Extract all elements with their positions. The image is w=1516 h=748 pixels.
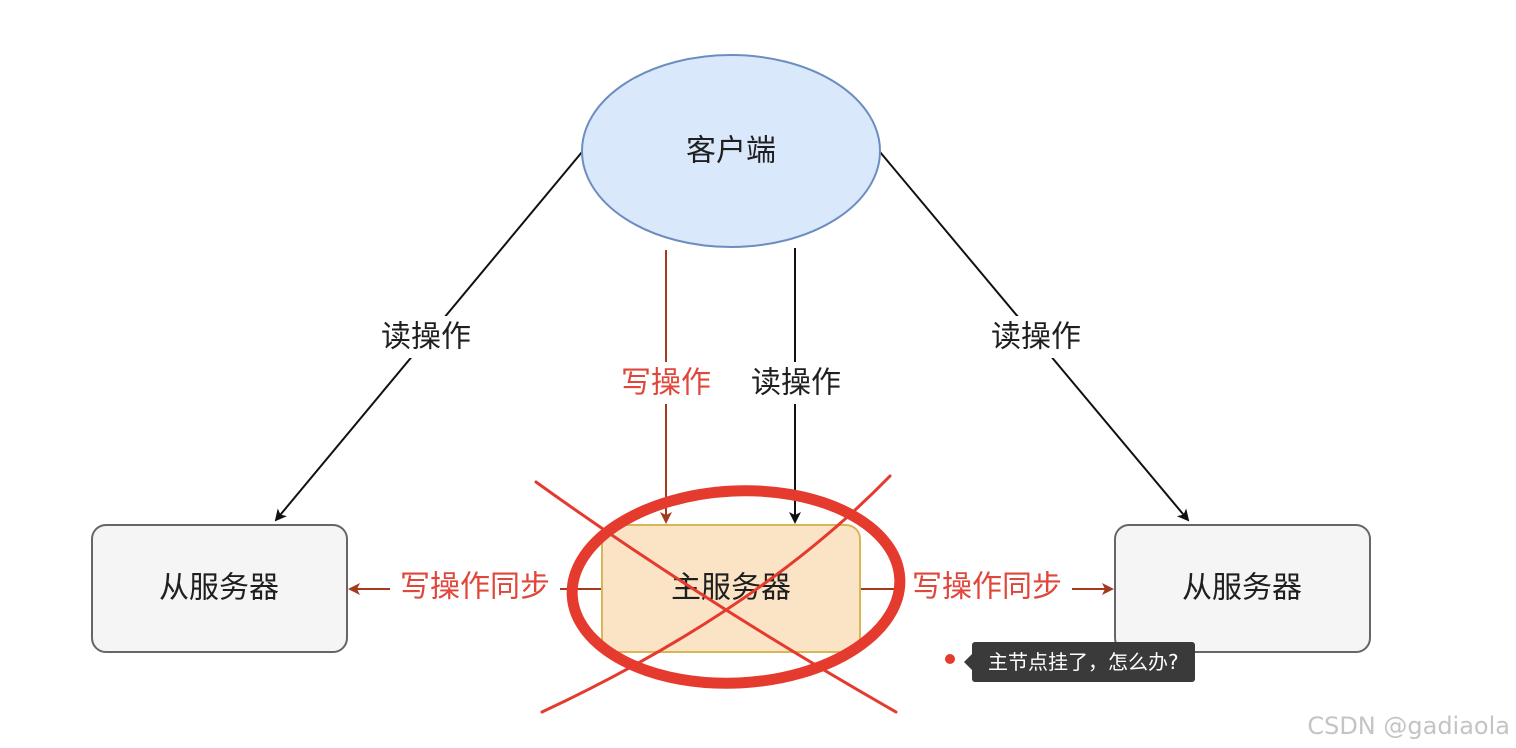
read-right-label: 读操作 — [991, 320, 1081, 355]
read-left-label-bg — [374, 316, 478, 358]
read-center-label: 读操作 — [751, 366, 841, 401]
annotation-tooltip: 主节点挂了，怎么办? — [964, 642, 1195, 682]
failure-circle — [566, 485, 906, 689]
read-center-label-bg — [744, 362, 848, 404]
read-left-label: 读操作 — [381, 320, 471, 355]
read-right-label-bg — [984, 316, 1088, 358]
slave-left-node — [91, 524, 348, 653]
failure-cross-stroke-1 — [534, 480, 898, 714]
slave-right-node — [1114, 524, 1371, 653]
slave-right-label: 从服务器 — [1182, 571, 1302, 606]
sync-right-label: 写操作同步 — [912, 570, 1062, 605]
annotation-dot — [945, 654, 955, 664]
sync-right-label-bg — [902, 567, 1072, 609]
write-center-label: 写操作 — [621, 366, 711, 401]
watermark: CSDN @gadiaola — [1307, 712, 1510, 740]
client-label: 客户端 — [686, 134, 776, 169]
failure-cross-stroke-2 — [540, 474, 892, 714]
client-node — [581, 54, 881, 248]
sync-left-label: 写操作同步 — [400, 570, 550, 605]
write-center-label-bg — [614, 362, 718, 404]
slave-left-label: 从服务器 — [159, 571, 279, 606]
master-node — [601, 524, 861, 653]
sync-left-label-bg — [390, 567, 560, 609]
